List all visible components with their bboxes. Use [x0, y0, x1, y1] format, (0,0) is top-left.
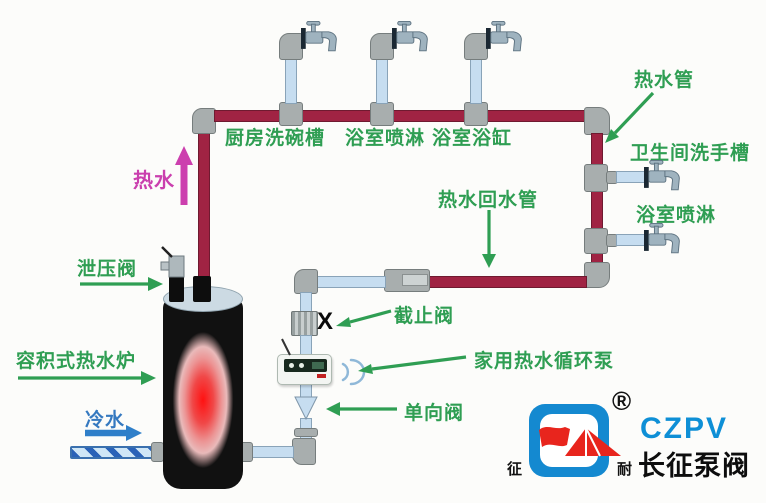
label-cold-water: 冷水	[85, 410, 126, 431]
cold-water-inlet-pipe	[70, 446, 153, 459]
riser-bathtub	[470, 58, 482, 104]
riser-elbow-3	[464, 33, 488, 60]
elbow-return-bottom	[292, 438, 316, 465]
logo-emblem	[529, 404, 621, 477]
label-check-valve: 单向阀	[404, 403, 465, 424]
faucet-bathtub-icon	[486, 21, 522, 52]
check-valve-ring	[294, 428, 318, 437]
elbow-top-right	[584, 107, 610, 135]
logo-flag	[539, 427, 570, 447]
riser-elbow-2	[370, 33, 394, 60]
pump-display-panel	[284, 359, 327, 372]
faucet-kitchen-sink-icon	[301, 21, 337, 52]
riser-kitchen-sink	[285, 58, 297, 104]
label-stop-valve: 截止阀	[394, 306, 455, 327]
tank-top-fitting-relief	[169, 274, 184, 302]
return-pipe-to-tank	[252, 446, 294, 458]
label-toilet-basin: 卫生间洗手槽	[630, 143, 751, 164]
relief-valve-icon	[160, 246, 185, 278]
tee-shower-right	[584, 228, 608, 254]
tee-shower	[370, 102, 394, 126]
hot-water-flow-arrow	[175, 146, 193, 205]
heater-glow	[170, 326, 236, 474]
hot-pipe-main-horizontal	[214, 110, 586, 122]
return-pipe-blue-section	[314, 276, 386, 288]
tee-basin	[584, 164, 608, 192]
return-pipe-red-section	[427, 276, 587, 288]
pump-button	[299, 363, 304, 368]
branch-pipe-shower-right	[616, 234, 646, 246]
pump-antenna	[281, 338, 291, 356]
pump-button	[289, 363, 294, 368]
label-return-pipe: 热水回水管	[438, 190, 539, 211]
tank-top-fitting-hot-out	[193, 276, 211, 302]
hot-pipe-riser-from-tank	[198, 131, 210, 281]
check-valve-icon	[294, 396, 318, 421]
label-storage-heater: 容积式热水炉	[16, 351, 137, 372]
logo-stamp-right: 耐	[617, 461, 633, 478]
hot-pipe-right-seg2	[591, 190, 603, 230]
logo-stamp-left: 征	[507, 461, 523, 478]
branch-pipe-basin	[616, 171, 646, 183]
logo-abbr: CZPV	[640, 412, 729, 445]
label-hot-water: 热水	[133, 170, 175, 192]
elbow-return-left	[294, 269, 318, 294]
label-kitchen-sink: 厨房洗碗槽	[225, 128, 326, 149]
circulation-pump-device	[277, 354, 332, 385]
sound-waves-icon	[341, 358, 366, 386]
riser-shower	[376, 58, 388, 104]
pump-screen	[312, 362, 324, 369]
label-bath-tub: 浴室浴缸	[432, 128, 513, 149]
faucet-shower-right-icon	[644, 223, 680, 254]
logo-company-name: 长征泵阀	[638, 451, 750, 481]
registered-mark: ®	[612, 386, 632, 416]
label-hot-water-pipe: 热水管	[634, 70, 695, 91]
union-coupling-tab	[402, 274, 428, 286]
brand-logo: 征 ® CZPV 长征泵阀 耐	[505, 386, 765, 496]
label-relief-valve: 泄压阀	[77, 259, 138, 280]
elbow-top-left	[192, 108, 216, 134]
faucet-shower-icon	[392, 21, 428, 52]
stop-valve-body	[291, 311, 318, 336]
return-down-seg3	[300, 384, 312, 398]
stop-valve-x-symbol: X	[317, 308, 334, 335]
label-bath-shower-right: 浴室喷淋	[636, 205, 717, 226]
label-circulation-pump: 家用热水循环泵	[474, 351, 615, 372]
riser-elbow-1	[279, 33, 303, 60]
hot-pipe-right-seg1	[591, 133, 603, 166]
pump-logo-mark	[317, 374, 326, 378]
label-bath-shower-top: 浴室喷淋	[345, 128, 426, 149]
elbow-bottom-right	[584, 262, 610, 288]
